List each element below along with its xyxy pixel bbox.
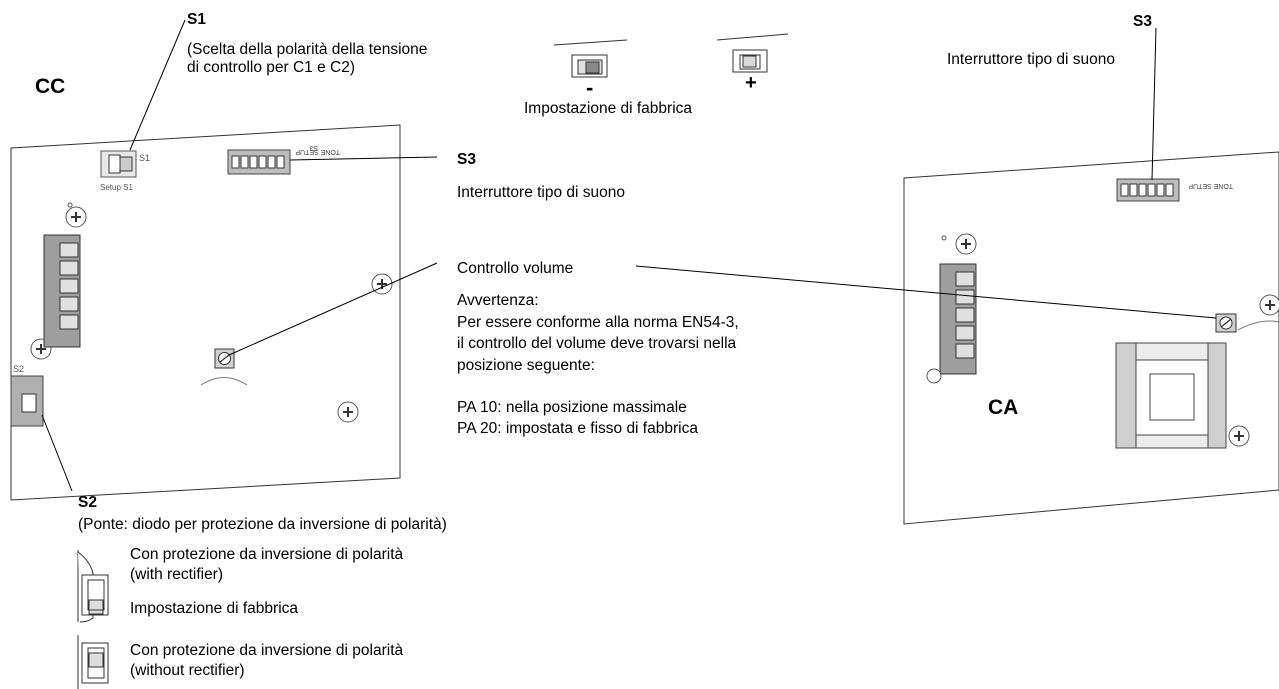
s3-tag-dc: S3: [309, 144, 318, 151]
polarity-minus-switch-icon: [553, 39, 628, 78]
ac-label: CA: [988, 396, 1019, 419]
s3-top-title: S3: [1133, 13, 1152, 30]
s2-desc: (Ponte: diodo per protezione da inversio…: [78, 516, 447, 533]
volume-pa10: PA 10: nella posizione massimale: [457, 399, 687, 416]
s2-opt1-line2: (with rectifier): [130, 566, 224, 583]
polarity-factory-label: Impostazione di fabbrica: [524, 100, 693, 117]
terminal-block-icon: [926, 263, 977, 384]
tone-setup-tag-ac: TONE SETUP: [1188, 182, 1233, 189]
s2-opt2-line1: Con protezione da inversione di polarità: [130, 642, 404, 659]
s2-title: S2: [78, 494, 97, 511]
s1-board-tag: S1: [139, 153, 150, 163]
volume-pa20: PA 20: impostata e fisso di fabbrica: [457, 420, 698, 437]
s3-mid-desc: Interruttore tipo di suono: [457, 184, 626, 201]
s1-desc-line2: di controllo per C1 e C2): [187, 59, 355, 76]
tone-setup-tag-dc: TONE SETUP: [295, 148, 340, 155]
jumper-without-rectifier-icon: [77, 635, 109, 689]
s2-board-tag: S2: [13, 364, 24, 374]
screw-icon: [1259, 294, 1279, 316]
s2-jumper-icon: S2: [10, 364, 44, 427]
s2-factory: Impostazione di fabbrica: [130, 600, 299, 617]
potentiometer-icon: [200, 348, 248, 386]
volume-warning: Avvertenza:: [457, 292, 539, 309]
volume-title: Controllo volume: [457, 260, 574, 277]
potentiometer-icon: [1215, 313, 1279, 333]
screw-icon: [941, 233, 977, 255]
polarity-plus-label: +: [745, 72, 757, 94]
s1-desc-line1: (Scelta della polarità della tensione: [187, 41, 428, 58]
s3-top-desc: Interruttore tipo di suono: [947, 51, 1116, 68]
jumper-with-rectifier-icon: [77, 550, 109, 623]
s2-opt2-line2: (without rectifier): [130, 662, 245, 679]
volume-line2: il controllo del volume deve trovarsi ne…: [457, 335, 737, 352]
dc-label: CC: [35, 75, 66, 98]
dip-switch-icon: TONE SETUP: [1116, 178, 1233, 202]
s3-mid-title: S3: [457, 151, 476, 168]
polarity-plus-switch-icon: [716, 33, 789, 73]
leader-lines: [41, 19, 1217, 492]
s1-switch-icon: S1 Setup S1: [100, 150, 150, 192]
screw-icon: [65, 202, 87, 228]
screw-icon: [337, 401, 359, 423]
screw-icon: [1228, 425, 1250, 447]
setup-s1-tag: Setup S1: [100, 183, 133, 192]
polarity-minus-label: -: [586, 75, 594, 100]
volume-line3: posizione seguente:: [457, 357, 595, 374]
transformer-icon: [1115, 342, 1227, 449]
volume-line1: Per essere conforme alla norma EN54-3,: [457, 314, 739, 331]
s2-opt1-line1: Con protezione da inversione di polarità: [130, 546, 404, 563]
terminal-block-icon: [43, 234, 81, 348]
s1-title: S1: [187, 11, 206, 28]
dip-switch-icon: TONE SETUP S3: [227, 144, 340, 175]
